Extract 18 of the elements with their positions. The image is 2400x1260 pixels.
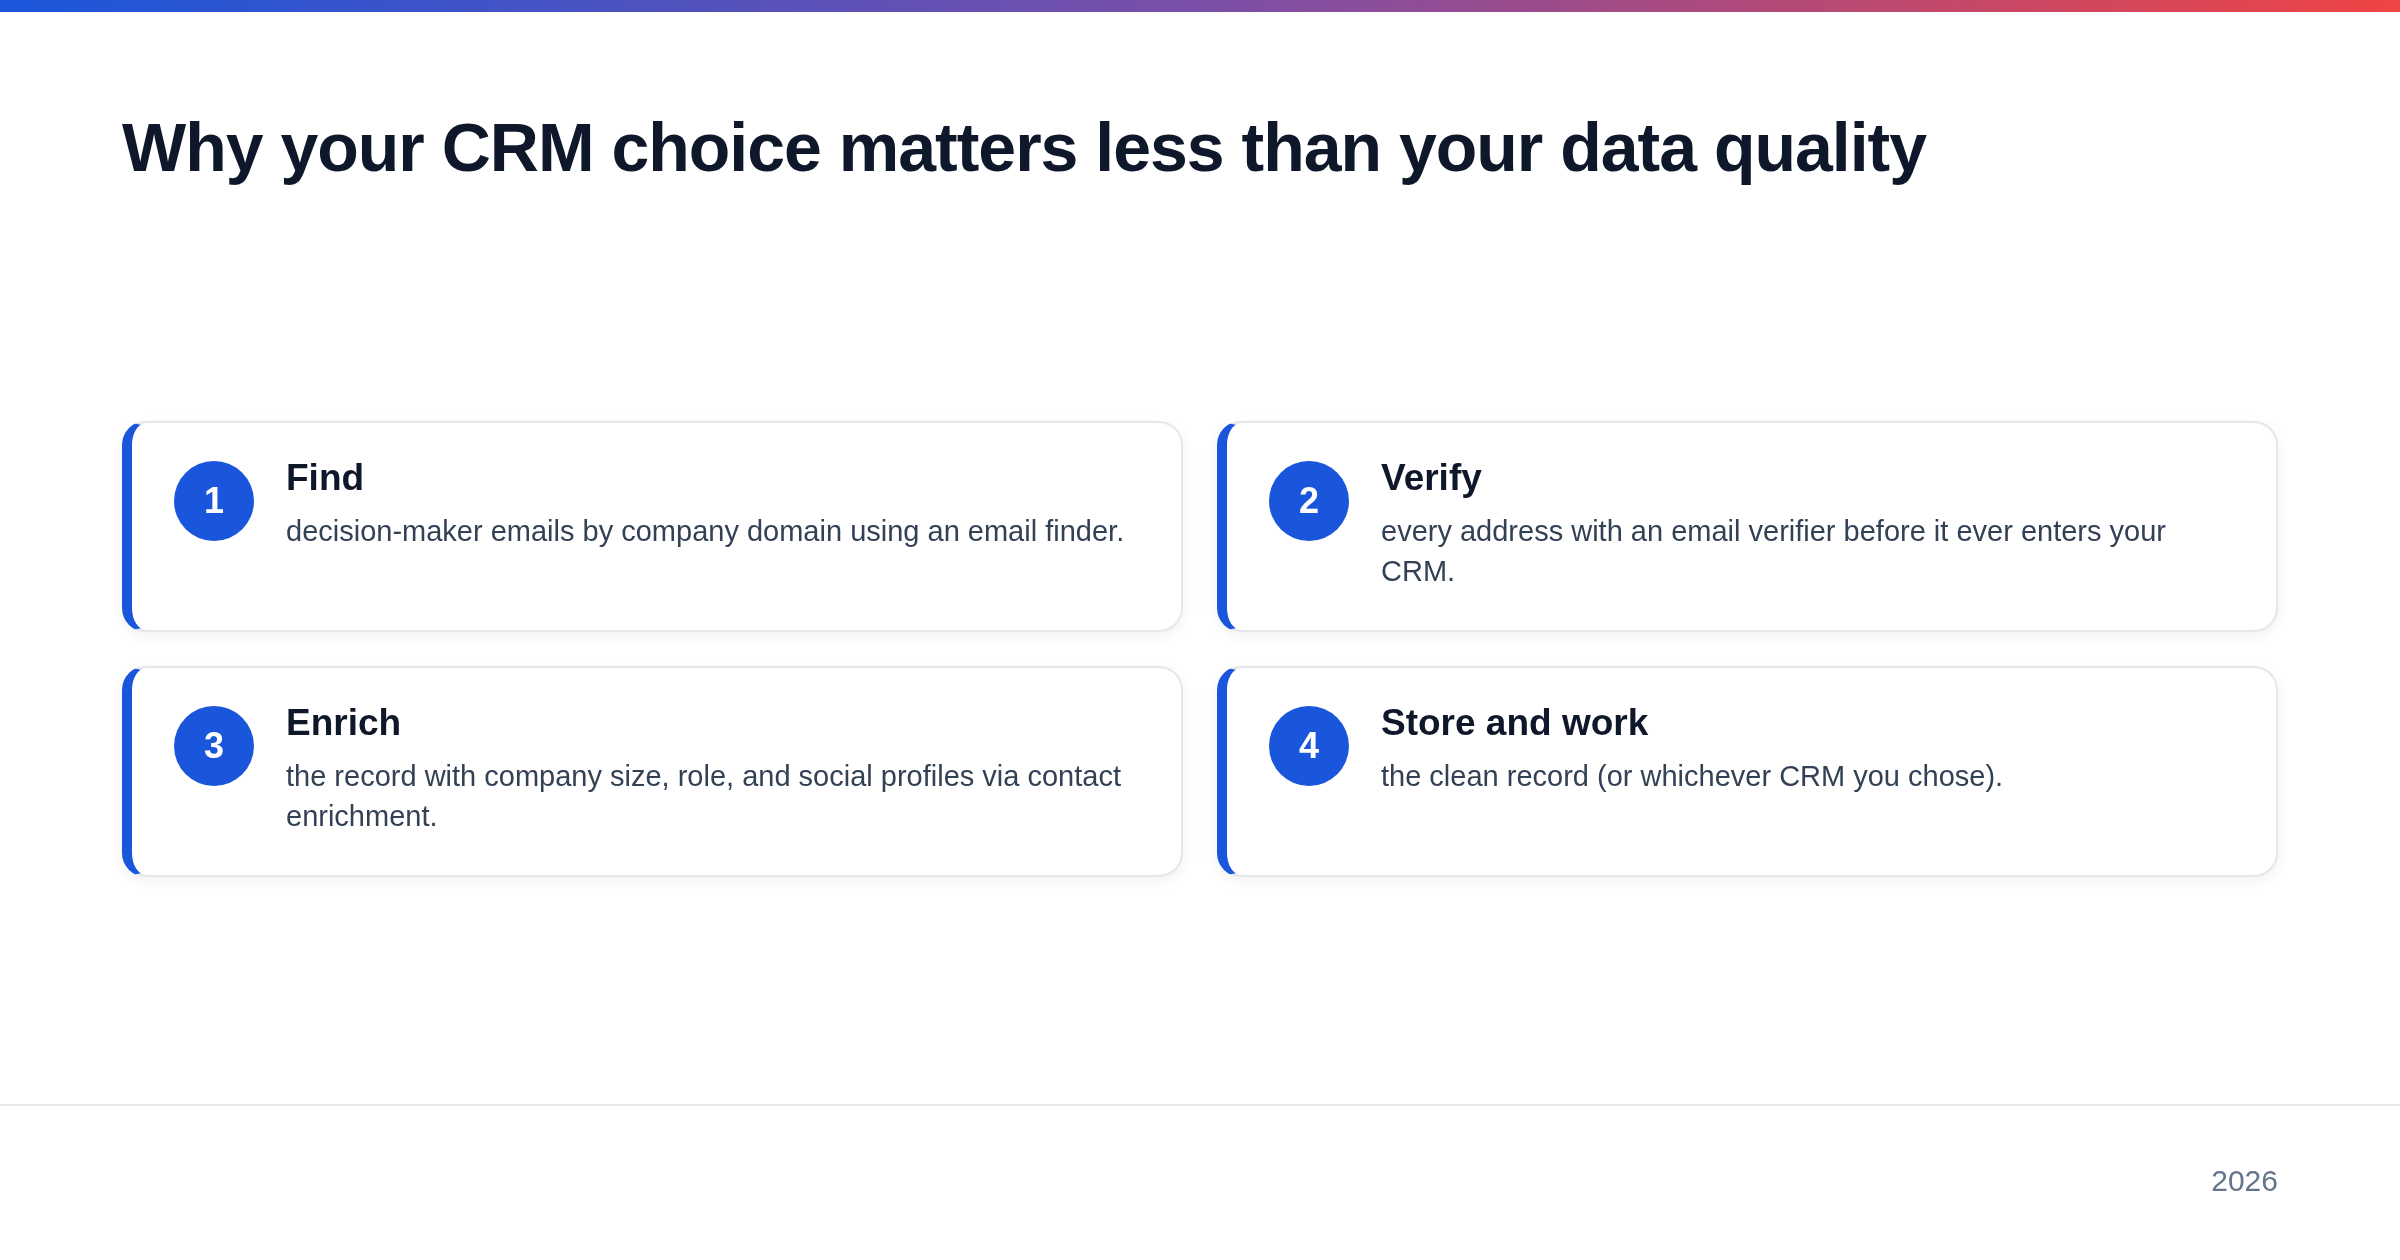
step-number: 2 [1269,461,1349,541]
step-number: 3 [174,706,254,786]
step-description: the record with company size, role, and social profiles via contact enrichment. [286,759,1122,834]
step-heading: Enrich [286,702,402,744]
step-heading: Verify [1381,457,1482,499]
step-description: decision-maker emails by company domain using an email finder. [286,514,1126,549]
step-card [1217,421,2278,632]
step-heading: Store and work [1381,702,1649,744]
step-description: the clean record (or whichever CRM you chose). [1381,759,2005,794]
step-card [1217,666,2278,877]
step-card [122,666,1183,877]
step-card [122,421,1183,632]
step-description: every address with an email verifier before it ever enters your CRM. [1381,514,2167,589]
year-label: 2026 [2211,1164,2278,1198]
step-number: 4 [1269,706,1349,786]
step-heading: Find [286,457,365,499]
step-number: 1 [174,461,254,541]
page-title: Why your CRM choice matters less than your data quality [122,108,1927,186]
